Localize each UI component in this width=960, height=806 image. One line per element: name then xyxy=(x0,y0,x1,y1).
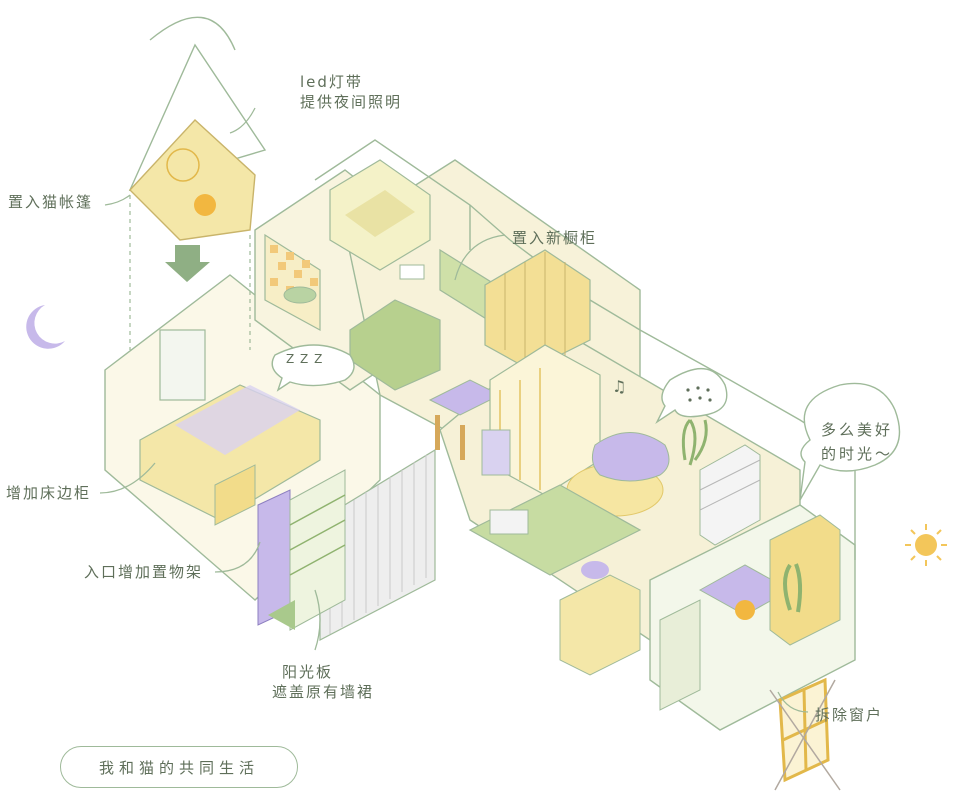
leader-lines xyxy=(99,107,809,713)
study-desk xyxy=(468,484,642,676)
led-strip-annotation: led灯带 提供夜间照明 xyxy=(300,72,402,113)
removed-window xyxy=(769,677,841,791)
sun-panel-annotation: 阳光板 遮盖原有墙裙 xyxy=(272,662,374,703)
kitchen xyxy=(329,159,591,391)
title-pill: 我和猫的共同生活 xyxy=(60,746,298,788)
new-cabinet-label: 置入新橱柜 xyxy=(512,229,598,247)
cat-tent xyxy=(128,16,267,350)
remove-window-label: 拆除窗户 xyxy=(815,706,884,724)
speech-line1: 多么美好 xyxy=(820,421,893,439)
music-note-icon: ♫ xyxy=(612,377,626,396)
speech-text: 多么美好 的时光～ xyxy=(812,418,902,466)
living-room xyxy=(566,418,761,546)
bedside-label: 增加床边柜 xyxy=(6,484,92,502)
led-line1: led灯带 xyxy=(300,73,363,91)
snore-bubble xyxy=(271,344,355,392)
cat-tent-label: 置入猫帐篷 xyxy=(8,193,94,211)
bedside-annotation: 增加床边柜 xyxy=(6,483,91,503)
entry-shelf-annotation: 入口增加置物架 xyxy=(84,562,203,582)
dots-bubble xyxy=(655,367,728,425)
snore-label: Z Z Z xyxy=(286,352,324,366)
new-cabinet-annotation: 置入新橱柜 xyxy=(512,228,597,248)
moon-icon xyxy=(26,305,65,349)
sun-icon xyxy=(905,524,947,566)
bathroom xyxy=(264,233,321,332)
dining-area xyxy=(428,344,601,496)
entry xyxy=(257,469,346,631)
sunroom xyxy=(659,514,841,711)
remove-window-annotation: 拆除窗户 xyxy=(815,705,883,725)
sun-panel-line2: 遮盖原有墙裙 xyxy=(272,683,375,702)
cat-tent-annotation: 置入猫帐篷 xyxy=(8,192,93,212)
bedroom xyxy=(139,329,321,526)
entry-shelf-label: 入口增加置物架 xyxy=(84,563,204,581)
thought-bubble xyxy=(799,382,901,501)
speech-line2: 的时光～ xyxy=(820,445,893,463)
page-title: 我和猫的共同生活 xyxy=(98,758,259,777)
sun-panel-line1: 阳光板 xyxy=(282,663,334,681)
led-line2: 提供夜间照明 xyxy=(300,93,403,112)
snore-text: Z Z Z xyxy=(286,351,323,367)
